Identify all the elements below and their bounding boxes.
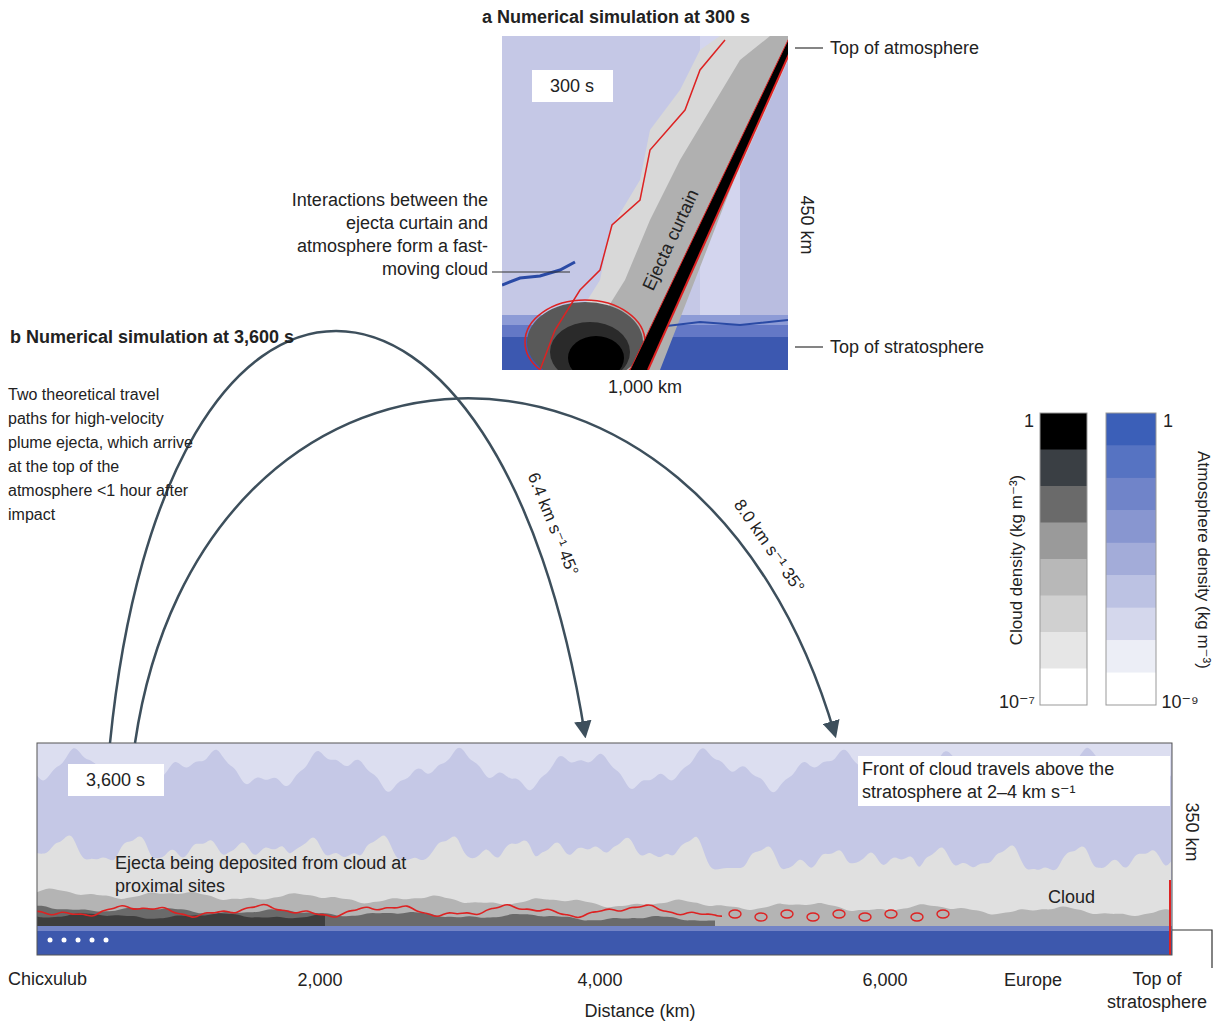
time-box: 3,600 s — [68, 764, 164, 796]
atmosphere-ground — [37, 743, 1172, 955]
annotation: Interactions between the ejecta curtain … — [262, 189, 488, 281]
level-label: Top of atmosphere — [830, 37, 979, 60]
colour-step — [1106, 608, 1156, 641]
annotation: Two theoretical travel paths for high-ve… — [8, 383, 194, 527]
colour-step — [1106, 510, 1156, 543]
colour-step — [1040, 486, 1087, 523]
ejecta-speck — [90, 938, 95, 943]
density-contour — [833, 910, 845, 918]
colour-step — [1040, 523, 1087, 560]
axis-label: Chicxulub — [8, 968, 87, 991]
axis-tick: 4,000 — [577, 969, 622, 992]
colour-step — [1106, 543, 1156, 576]
density-contour — [807, 913, 819, 921]
annotation: Front of cloud travels above the stratos… — [858, 756, 1170, 806]
level-label: Top of stratosphere — [830, 336, 984, 359]
density-contour — [885, 910, 897, 918]
scale-value: 10⁻⁹ — [1161, 691, 1198, 714]
colour-bars — [1040, 413, 1156, 706]
ejecta-speck — [76, 938, 81, 943]
ejecta-speck — [62, 938, 67, 943]
colour-step — [1040, 559, 1087, 596]
density-contour — [755, 913, 767, 921]
colour-step — [1040, 413, 1087, 450]
scale-title: Atmosphere density (kg m⁻³) — [1192, 451, 1215, 669]
trajectory-label: 8.0 km s⁻¹ 35° — [728, 495, 810, 598]
feature-label: Cloud — [1048, 886, 1095, 909]
stratosphere-band — [37, 931, 1172, 955]
time-label: 300 s — [550, 75, 594, 97]
colour-step — [1040, 596, 1087, 633]
scale-title: Cloud density (kg m⁻³) — [1005, 475, 1028, 646]
density-contour — [729, 910, 741, 918]
colour-step — [1106, 575, 1156, 608]
dimension: 450 km — [795, 195, 818, 254]
annotation: Ejecta being deposited from cloud at pro… — [115, 852, 415, 898]
colour-step — [1040, 632, 1087, 669]
cloud-front — [1169, 880, 1171, 955]
density-contour — [859, 913, 871, 921]
colour-bar-frame — [1040, 413, 1087, 705]
time-label: 3,600 s — [86, 769, 145, 791]
axis-label: Top of stratosphere — [1094, 968, 1220, 1014]
ejecta-speck — [48, 938, 53, 943]
colour-step — [1106, 478, 1156, 511]
panel-frame — [37, 743, 1172, 955]
trajectory-label: 6.4 km s⁻¹ 45° — [522, 469, 584, 579]
colour-step — [1040, 669, 1087, 706]
simulation-300s — [502, 36, 788, 370]
colour-step — [1040, 450, 1087, 487]
dimension: 1,000 km — [608, 376, 682, 399]
scale-value: 1 — [1163, 410, 1173, 433]
panel-title: a Numerical simulation at 300 s — [482, 6, 750, 29]
trajectory-arcs — [110, 331, 835, 743]
scale-value: 1 — [1024, 410, 1034, 433]
panel-title: b Numerical simulation at 3,600 s — [10, 326, 294, 349]
axis-tick: 2,000 — [297, 969, 342, 992]
axis-label: Europe — [1004, 969, 1062, 992]
colour-step — [1106, 413, 1156, 446]
simulation-3600s — [37, 743, 1172, 955]
density-contour — [37, 905, 722, 918]
colour-step — [1106, 673, 1156, 706]
dimension: 350 km — [1180, 802, 1203, 861]
colour-step — [1106, 640, 1156, 673]
colour-step — [1106, 445, 1156, 478]
axis-tick: 6,000 — [862, 969, 907, 992]
density-contour — [937, 910, 949, 918]
scale-value: 10⁻⁷ — [999, 691, 1035, 714]
density-contour — [781, 910, 793, 918]
cloud-layer — [37, 835, 1171, 935]
density-contour — [911, 913, 923, 921]
time-box: 300 s — [532, 70, 613, 102]
axis-title: Distance (km) — [584, 1000, 695, 1023]
ejecta-speck — [104, 938, 109, 943]
colour-bar-frame — [1106, 413, 1156, 705]
feature-label: Ejecta curtain — [638, 186, 705, 295]
